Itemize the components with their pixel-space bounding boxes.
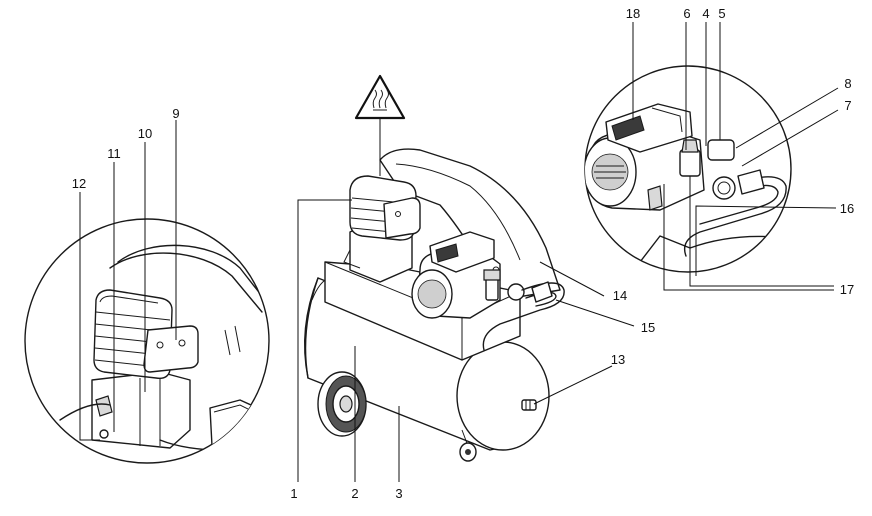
hot-surface-warning-icon (354, 74, 406, 176)
callout-7: 7 (844, 98, 851, 113)
wheel (317, 371, 367, 437)
callout-11: 11 (107, 146, 121, 161)
callout-18: 18 (626, 6, 640, 21)
belt-guard (379, 148, 561, 301)
callout-3: 3 (395, 486, 402, 501)
caster-wheel (459, 429, 477, 462)
callout-6: 6 (683, 6, 690, 21)
callout-16: 16 (840, 201, 854, 216)
motor-fan-grille (591, 153, 629, 191)
detail-circle-pump (24, 218, 270, 464)
callout-14: 14 (613, 288, 627, 303)
callout-10: 10 (138, 126, 152, 141)
callout-2: 2 (351, 486, 358, 501)
compressor-main (303, 148, 565, 462)
detail-circle-motor (584, 65, 792, 273)
callout-12: 12 (72, 176, 86, 191)
leader-lines (79, 22, 839, 482)
callout-1: 1 (290, 486, 297, 501)
air-tank (303, 277, 550, 451)
pump-head (343, 175, 421, 283)
callout-4: 4 (702, 6, 709, 21)
callout-8: 8 (844, 76, 851, 91)
callout-17: 17 (840, 282, 854, 297)
callout-5: 5 (718, 6, 725, 21)
callout-13: 13 (611, 352, 625, 367)
drain-valve (521, 399, 537, 411)
callout-labels: 1 2 3 4 5 6 7 8 9 10 11 12 13 14 15 16 1… (72, 6, 854, 501)
detail-circle-outline (24, 218, 270, 464)
electric-motor (411, 231, 501, 319)
callout-15: 15 (641, 320, 655, 335)
pressure-regulator (482, 269, 565, 351)
callout-9: 9 (172, 106, 179, 121)
